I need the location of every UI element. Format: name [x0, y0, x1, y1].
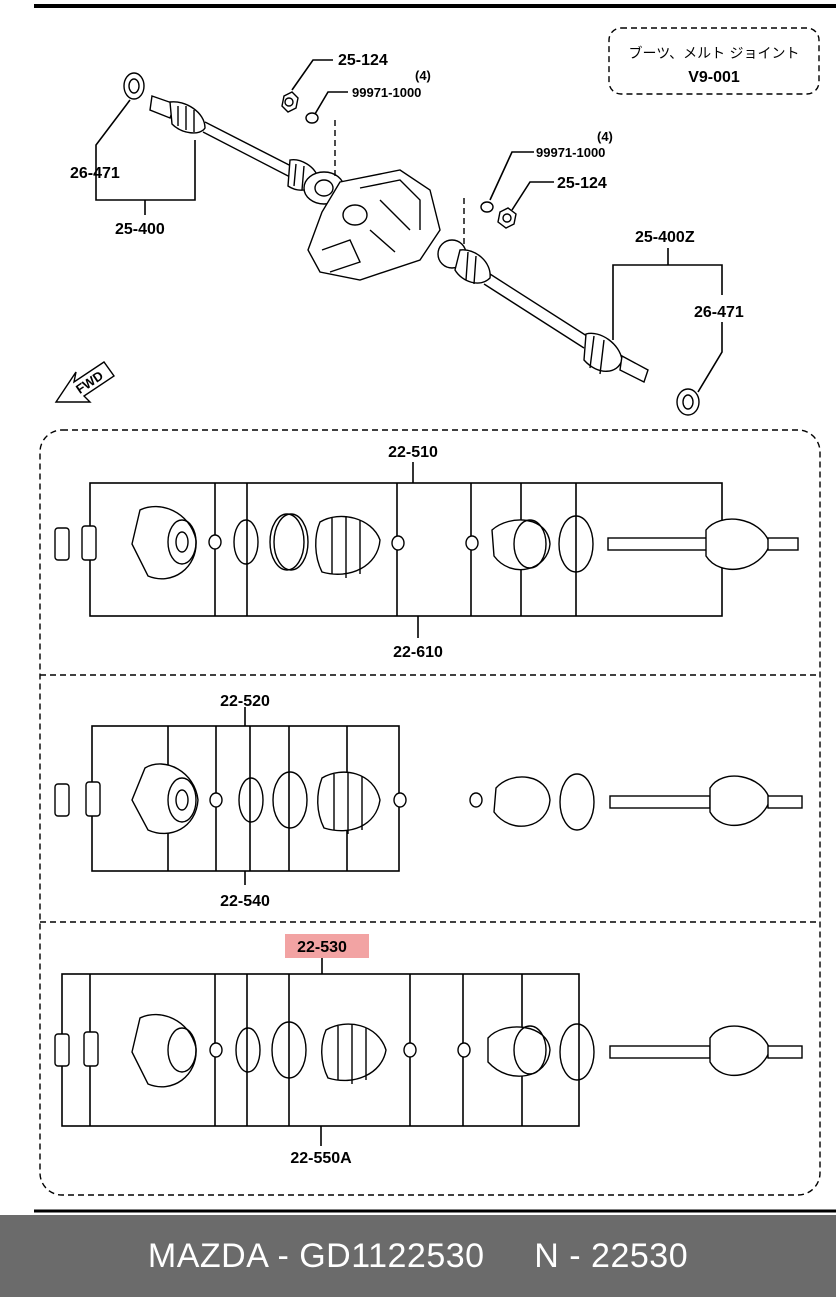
- note-japanese: ブーツ、メルト ジョイント: [628, 45, 799, 62]
- left-washer: [305, 112, 319, 124]
- label-washer-right-qty: (4): [597, 129, 613, 144]
- kit2-bottom-label: 22-540: [220, 893, 270, 910]
- note-code: V9-001: [688, 69, 740, 86]
- right-nut: [497, 207, 517, 229]
- kit3-highlight: [285, 934, 369, 958]
- footer-part-number: MAZDA - GD1122530 N - 22530: [147, 1236, 689, 1275]
- kit3-top-label: 22-530: [297, 939, 347, 956]
- label-washer-right: 99971-1000: [536, 145, 605, 160]
- kit1-bottom-label: 22-610: [393, 644, 443, 661]
- parts-diagram: ブーツ、メルト ジョイント V9-001: [34, 4, 836, 1213]
- right-washer: [480, 201, 494, 213]
- right-bearing: [676, 388, 700, 416]
- label-shaft-right: 25-400Z: [635, 229, 695, 246]
- left-drive-shaft: [149, 95, 345, 205]
- differential: [307, 169, 441, 281]
- kit-2: 22-520 22-540: [54, 693, 803, 910]
- kits-frame: [39, 429, 821, 1196]
- kit-1: 22-510 22-610: [54, 444, 799, 661]
- label-shaft-left: 25-400: [115, 221, 165, 238]
- label-bearing-right: 26-471: [694, 304, 744, 321]
- left-bearing: [123, 72, 145, 100]
- note-box: ブーツ、メルト ジョイント V9-001: [608, 27, 820, 95]
- label-nut-right: 25-124: [557, 175, 607, 192]
- right-drive-shaft: [437, 239, 649, 383]
- kit3-bottom-label: 22-550A: [290, 1150, 352, 1167]
- left-nut: [281, 91, 299, 113]
- kit-3: 22-530 22-550A: [54, 934, 803, 1167]
- label-nut-left: 25-124: [338, 52, 388, 69]
- label-washer-left: 99971-1000: [352, 85, 421, 100]
- kit2-top-label: 22-520: [220, 693, 270, 710]
- kit1-top-label: 22-510: [388, 444, 438, 461]
- fwd-arrow: FWD: [54, 361, 115, 403]
- footer-bar: MAZDA - GD1122530 N - 22530: [0, 1215, 836, 1297]
- label-bearing-left: 26-471: [70, 165, 120, 182]
- drive-assembly: FWD 25-124 (4) 99971-1000 26-471 25-400 …: [54, 52, 744, 416]
- label-washer-left-qty: (4): [415, 68, 431, 83]
